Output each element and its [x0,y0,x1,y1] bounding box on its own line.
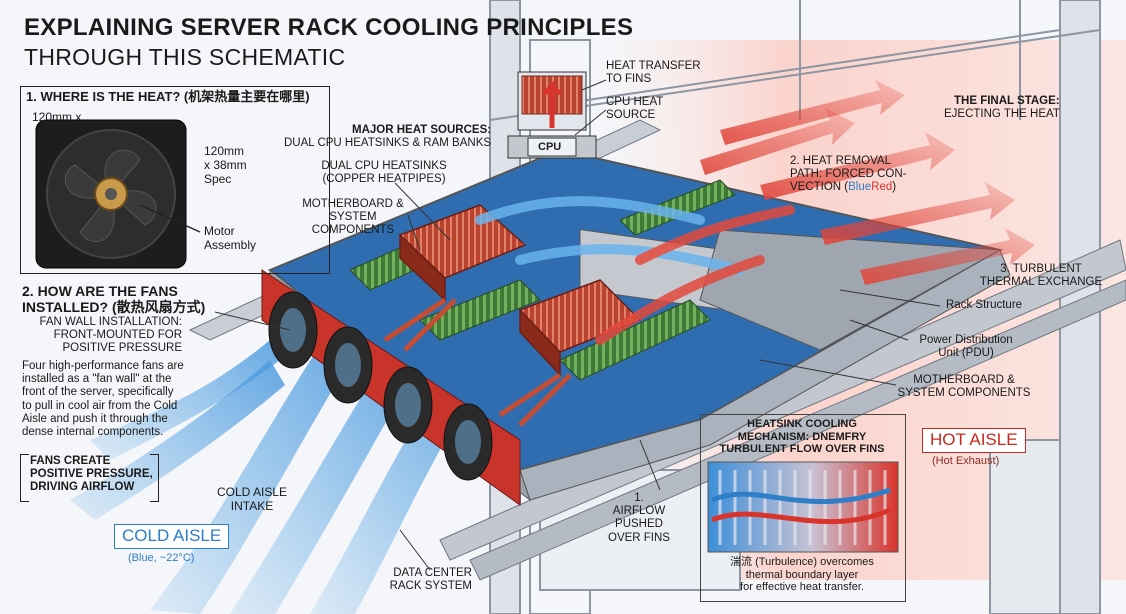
fan-wall-label: FAN WALL INSTALLATION: FRONT-MOUNTED FOR… [39,316,182,355]
major-heat-sources-title: MAJOR HEAT SOURCES: [352,124,492,136]
positive-pressure-label: FANS CREATE POSITIVE PRESSURE, DRIVING A… [30,455,153,494]
cpu-heatsinks [383,204,642,427]
fan-panel-heading: 1. WHERE IS THE HEAT? (机架热量主要在哪里) [26,89,310,104]
airflow-pushed-label: 1. AIRFLOW PUSHED OVER FINS [608,492,670,544]
motor-assembly-label: Motor Assembly [204,224,257,252]
heat-removal-blue: Blue [848,181,872,194]
dual-cpu-label: DUAL CPU HEATSINKS (COPPER HEATPIPES) [321,160,447,186]
final-stage-sub: EJECTING THE HEAT [944,108,1060,120]
fan-size-label: 120mm x [32,110,82,124]
cpu-chip-icon: CPU [538,141,562,153]
fan-wall [261,269,521,506]
heatsink-fins-icon [707,461,899,553]
fan-wall-description: Four high-performance fans are installed… [22,360,184,439]
internal-airflow [475,196,795,345]
motherboard-right-label: MOTHERBOARD & SYSTEM COMPONENTS [897,374,1031,400]
turbulent-exchange-label: 3. TURBULENT THERMAL EXCHANGE [979,263,1103,289]
page-title: EXPLAINING SERVER RACK COOLING PRINCIPLE… [24,14,634,41]
hot-aisle-sub: (Hot Exhaust) [932,455,1000,467]
fans-install-heading: 2. HOW ARE THE FANS INSTALLED? (散热风扇方式) [22,283,206,316]
motherboard-left-label: MOTHERBOARD & SYSTEM COMPONENTS [302,198,404,237]
leader-lines [214,79,941,571]
fan-location-panel [20,86,330,274]
heatsink-inset-panel [700,414,906,602]
cold-aisle-intake-label: COLD AISLE INTAKE [216,485,288,513]
hot-exhaust-arrows [700,80,1035,285]
heat-transfer-label: HEAT TRANSFER TO FINS [606,60,701,86]
rack-structure-label: Rack Structure [946,299,1023,311]
pdu-label: Power Distribution Unit (PDU) [919,334,1013,360]
pressure-bracket-right [150,454,159,502]
page-subtitle: THROUGH THIS SCHEMATIC [24,44,346,70]
cpu-heat-source-label: CPU HEAT SOURCE [606,96,664,122]
heatsink-inset-title: HEATSINK COOLING MECHANISM: DNEMFRY TURB… [719,418,885,456]
final-stage-title: THE FINAL STAGE: [954,95,1060,107]
fan-icon [35,119,201,269]
heat-removal-red: Red [871,181,893,194]
pressure-bracket [20,454,29,502]
fan-spec-label: 120mm x 38mm Spec [204,144,247,186]
cold-aisle-tag: COLD AISLE [114,524,230,549]
cold-aisle-temp: (Blue, ~22°C) [128,552,195,564]
heat-removal-label: 2. HEAT REMOVAL PATH: FORCED CON- VECTIO… [790,155,907,194]
heatsink-inset-caption: 湍流 (Turbulence) overcomes thermal bounda… [730,556,874,594]
hot-aisle-tag: HOT AISLE [922,428,1026,453]
major-heat-sources-sub: DUAL CPU HEATSINKS & RAM BANKS [284,137,492,149]
rack-system-label: DATA CENTER RACK SYSTEM [389,567,472,593]
cpu-heat-inset [507,71,597,159]
